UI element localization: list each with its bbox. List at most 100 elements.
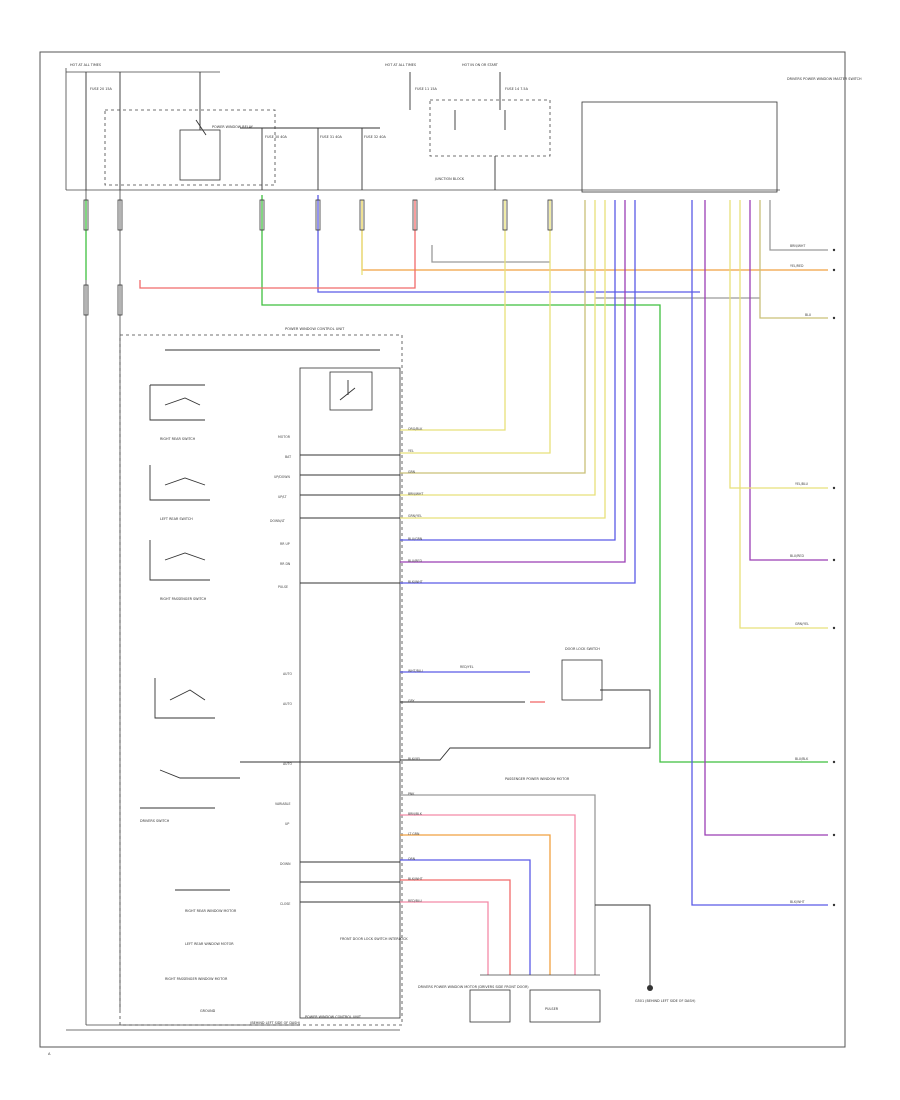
unit-pin-6: RR DN	[280, 562, 291, 566]
internal-relay	[329, 371, 373, 411]
drv-switch-label: DRIVERS SWITCH	[140, 819, 170, 823]
wire-label-5: BLU/GRN	[408, 537, 423, 541]
wire-unit-6	[400, 200, 616, 541]
diagram-frame	[39, 51, 846, 1048]
unit-pin-1: BAT	[285, 455, 291, 459]
unit-pin-10: AUTO	[283, 762, 292, 766]
unit-pin-12: UP	[285, 822, 289, 826]
master-switch-connector: DRIVERS POWER WINDOW MASTER SWITCH	[581, 77, 862, 193]
master-switch-label: DRIVERS POWER WINDOW MASTER SWITCH	[787, 77, 862, 81]
right-wire-labels: BRN/WHT YEL/RED BLU YEL/BLU BLU/RED GRN/…	[790, 244, 812, 904]
fuse-label-1: FUSE 20 15A	[90, 87, 113, 91]
unit-pin-14: CLOSE	[280, 902, 290, 906]
unit-pin-7: PULSE	[278, 585, 288, 589]
right-wire-label-3: YEL/BLU	[795, 482, 809, 486]
right-wire-label-7: BLK/WHT	[790, 900, 805, 904]
wire-label-4: GRN/YEL	[408, 514, 422, 518]
wire-label-12: BRN/BLK	[408, 812, 423, 816]
right-terminals	[832, 248, 836, 907]
unit-pin-9: AUTO	[283, 702, 292, 706]
relay-label: POWER WINDOW RELAY	[212, 125, 254, 129]
control-unit-note: FRONT DOOR LOCK SWITCH INTERLOCK	[340, 937, 408, 941]
wire-low-red-2	[400, 901, 489, 975]
unit-pin-labels: MOTOR BAT UP/DOWN UP/LT DOWN/LT RR UP RR…	[270, 435, 292, 906]
unit-pin-3: UP/LT	[278, 495, 287, 499]
wire-unit-7	[400, 200, 626, 563]
wire-unit-2	[400, 200, 551, 454]
right-wire-label-0: BRN/WHT	[790, 244, 805, 248]
wire-red-top	[139, 200, 416, 289]
rr-switch-label: RIGHT REAR SWITCH	[160, 437, 196, 441]
unit-pin-5: RR UP	[280, 542, 290, 546]
wire-right-1	[739, 200, 828, 629]
control-unit-title: POWER WINDOW CONTROL UNIT	[285, 327, 345, 331]
wire-low-blue	[400, 859, 531, 975]
wire-label-13: LT GRN	[408, 832, 420, 836]
control-unit-footer-subtitle: (BEHIND LEFT SIDE OF DASH)	[250, 1021, 301, 1025]
fuse-label-6: FUSE 14 7.5A	[505, 87, 529, 91]
drivers-switch: DRIVERS SWITCH	[140, 678, 240, 823]
wire-label-8: WHT/BLU	[408, 669, 423, 673]
door-lock-switch-label: DOOR LOCK SWITCH	[565, 647, 600, 651]
ground-dot	[647, 985, 653, 991]
wire-label-11: PNK	[408, 792, 415, 796]
rp-sub-label: RIGHT PASSENGER WINDOW MOTOR	[165, 977, 228, 981]
right-rear-switch: RIGHT REAR SWITCH	[149, 384, 205, 441]
right-wire-label-4: BLU/RED	[790, 554, 804, 558]
wire-right-4	[759, 200, 828, 319]
lock-lead	[400, 689, 651, 761]
control-unit-inner	[299, 367, 401, 1019]
fuse-label-4: FUSE 32 40A	[364, 135, 387, 139]
wire-unit-1	[400, 200, 506, 431]
fuse-block-left: FUSE 20 15A POWER WINDOW RELAY FUSE 30 4…	[70, 63, 387, 190]
door-lock-switch	[561, 659, 603, 701]
fuse-label-2: FUSE 30 40A	[265, 135, 288, 139]
right-passenger-switch: RIGHT PASSENGER SWITCH	[149, 540, 210, 601]
wire-unit-3	[400, 200, 586, 474]
wire-unit-8	[400, 200, 636, 584]
right-wire-label-6: BLU/BLK	[795, 757, 809, 761]
lr-sub-label: LEFT REAR WINDOW MOTOR	[185, 942, 234, 946]
wire-unit-4	[400, 200, 596, 496]
fuse-label-5: FUSE 11 15A	[415, 87, 438, 91]
wire-label-15: BLK/WHT	[408, 877, 423, 881]
wire-blue-1	[317, 195, 700, 293]
motor-block-label: DRIVERS POWER WINDOW MOTOR (DRIVERS SIDE…	[418, 985, 529, 989]
wire-right-7	[704, 200, 828, 836]
top-left-note: HOT AT ALL TIMES	[70, 63, 101, 67]
top-bus-connectors	[83, 199, 553, 316]
unit-pin-11: VARIABLE	[275, 802, 290, 806]
wire-label-10: BLK/YEL	[408, 757, 421, 761]
unit-wire-labels: ORG/BLK YEL GRN BRN/WHT GRN/YEL BLU/GRN …	[408, 427, 474, 903]
wire-label-14: ORN	[408, 857, 416, 861]
right-wire-label-2: BLU	[805, 313, 812, 317]
fuse-label-3: FUSE 31 40A	[320, 135, 343, 139]
wire-right-2	[749, 200, 828, 561]
unit-pin-2: UP/DOWN	[274, 475, 290, 479]
ground-sub-label: GROUND	[200, 1009, 216, 1013]
wire-label-3: BRN/WHT	[408, 492, 423, 496]
control-unit-footer-title: POWER WINDOW CONTROL UNIT	[305, 1015, 362, 1019]
right-wire-label-1: YEL/RED	[790, 264, 804, 268]
ground-label: G501 (BEHIND LEFT SIDE OF DASH)	[635, 999, 696, 1003]
wire-right-6	[691, 200, 828, 906]
wire-label-2: GRN	[408, 470, 416, 474]
wire-label-0: ORG/BLK	[408, 427, 423, 431]
wire-label-7: BLK/WHT	[408, 580, 423, 584]
wire-label-17: RED/YEL	[460, 665, 474, 669]
right-wire-label-5: GRN/YEL	[795, 622, 809, 626]
pulser-block	[529, 989, 601, 1023]
fuse-block-center: HOT AT ALL TIMES HOT IN ON OR START FUSE…	[385, 63, 551, 190]
wire-label-1: YEL	[408, 449, 414, 453]
page-tag: A	[48, 1052, 51, 1056]
wire-unit-5	[400, 200, 606, 519]
wire-low-red-1	[400, 879, 511, 975]
pulser-label: PULSER	[545, 1007, 559, 1011]
drivers-motor-block	[469, 989, 511, 1023]
sub-switch-labels: RIGHT REAR WINDOW MOTOR LEFT REAR WINDOW…	[140, 807, 237, 1013]
wire-right-3	[729, 200, 828, 489]
wire-gray-1	[431, 245, 550, 263]
unit-pin-13: DOWN	[280, 862, 291, 866]
wire-label-16: RED/BLU	[408, 899, 423, 903]
wire-label-6: BLU/RED	[408, 559, 422, 563]
